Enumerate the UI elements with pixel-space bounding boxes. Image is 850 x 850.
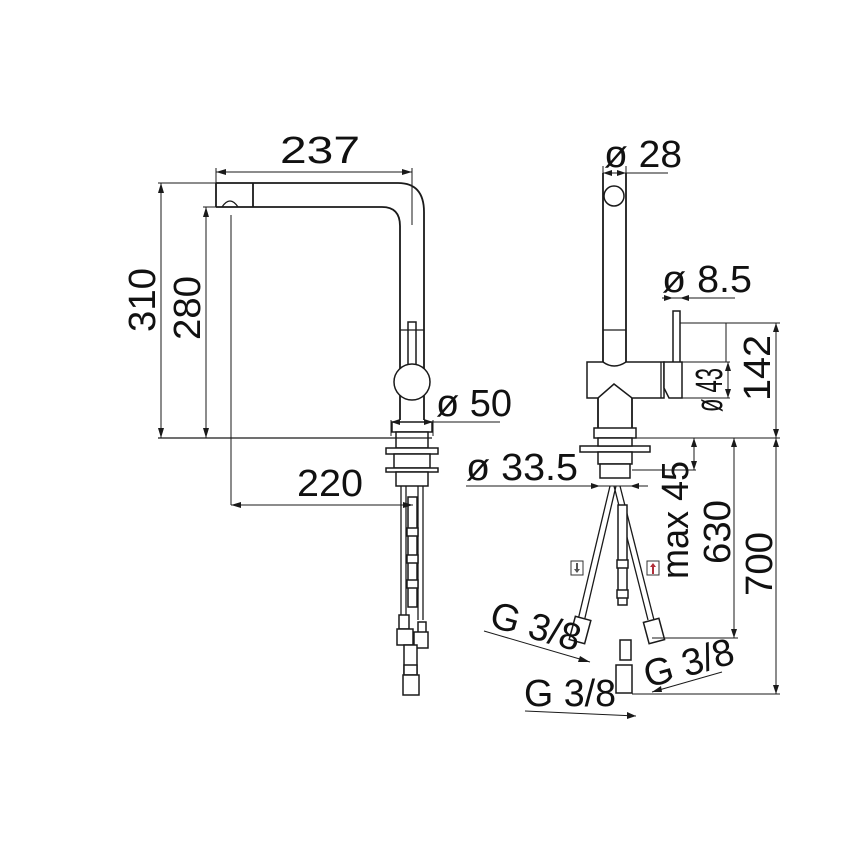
arrow [402, 169, 412, 175]
arrow [617, 170, 626, 176]
arrow [773, 685, 779, 694]
cartridge-circle [393, 363, 431, 401]
dim-overall-height: 310 [122, 268, 164, 332]
hose-nut-left [398, 614, 410, 630]
spout-outline-inner [216, 206, 401, 320]
center-nut [402, 674, 420, 696]
base-ring [593, 427, 637, 439]
arrow [725, 362, 731, 371]
center-hose [407, 496, 418, 608]
lever [672, 310, 681, 364]
connector-right [413, 631, 429, 649]
dim-lever-offset: 142 [737, 335, 779, 401]
fitting [406, 527, 419, 537]
fitting [616, 589, 629, 599]
fitting [616, 559, 629, 569]
aerator [221, 200, 239, 208]
dim-line-g-center [524, 710, 637, 717]
connector-left [396, 628, 414, 646]
arrow [731, 438, 737, 447]
center-hose [617, 504, 628, 606]
arrow [203, 428, 209, 438]
arrow [403, 502, 413, 508]
arrow [652, 686, 662, 692]
arrow [773, 323, 779, 332]
spout-outline-outer [216, 182, 425, 320]
dim-reach-to-center: 220 [297, 463, 363, 505]
arrow [773, 429, 779, 438]
lever [407, 321, 417, 367]
nut [393, 453, 431, 469]
base-mount [395, 431, 429, 449]
arrow [158, 428, 164, 438]
arrow [680, 295, 689, 301]
dim-hose-length-short: 630 [697, 500, 739, 564]
nut-2 [395, 471, 429, 487]
dim-max-deck-thickness: max 45 [655, 461, 697, 579]
dim-lever-diameter: ø 8.5 [662, 259, 752, 301]
arrow [627, 712, 636, 719]
arrow [216, 169, 226, 175]
nut [597, 451, 633, 465]
dim-line-g-left [483, 630, 591, 663]
dim-line-g-right [651, 671, 723, 693]
body-block [586, 361, 665, 399]
dim-hose-length-long: 700 [739, 532, 781, 596]
arrow [725, 389, 731, 398]
dim-spout-height: 280 [167, 276, 209, 340]
arrow [231, 502, 241, 508]
arrow [731, 629, 737, 638]
hot-water-arrow-icon [646, 560, 660, 576]
fitting [406, 579, 419, 589]
arrow [630, 483, 639, 489]
arrow [664, 295, 673, 301]
mount [597, 437, 633, 447]
washer [385, 447, 439, 455]
center-tail [619, 639, 632, 661]
center-nut [615, 664, 633, 694]
arrow [391, 419, 400, 425]
dim-spout-diameter: ø 28 [604, 134, 682, 176]
lever-hub [663, 361, 683, 399]
washer [579, 445, 651, 453]
fitting [406, 554, 419, 564]
dim-connection-center: G 3/8 [524, 673, 616, 715]
arrow [691, 461, 697, 470]
arrow [691, 438, 697, 447]
arrow [424, 419, 433, 425]
arrow [603, 170, 612, 176]
dim-body-diameter: ø 50 [436, 383, 512, 425]
dim-spout-reach: 237 [280, 130, 360, 172]
dim-mount-diameter: ø 33.5 [466, 447, 578, 489]
spout-end-circle [603, 185, 625, 207]
dim-lever-offset-small: ø 43 [689, 368, 731, 412]
arrow [591, 483, 600, 489]
cold-water-arrow-icon [570, 560, 584, 576]
connector-left [568, 615, 592, 645]
dim-connection-left: G 3/8 [486, 594, 586, 660]
arrow [578, 656, 590, 662]
connector-right [642, 617, 666, 645]
arrow [773, 438, 779, 447]
nut-2 [599, 463, 631, 479]
arrow [158, 183, 164, 193]
arrow [203, 207, 209, 217]
side-view: 237 310 280 ø 50 220 [122, 130, 512, 696]
hose-left [577, 485, 617, 623]
center-fitting [403, 664, 418, 676]
front-view: ø 28 ø 8.5 ø 43 142 ø 33.5 max 45 [466, 134, 781, 719]
